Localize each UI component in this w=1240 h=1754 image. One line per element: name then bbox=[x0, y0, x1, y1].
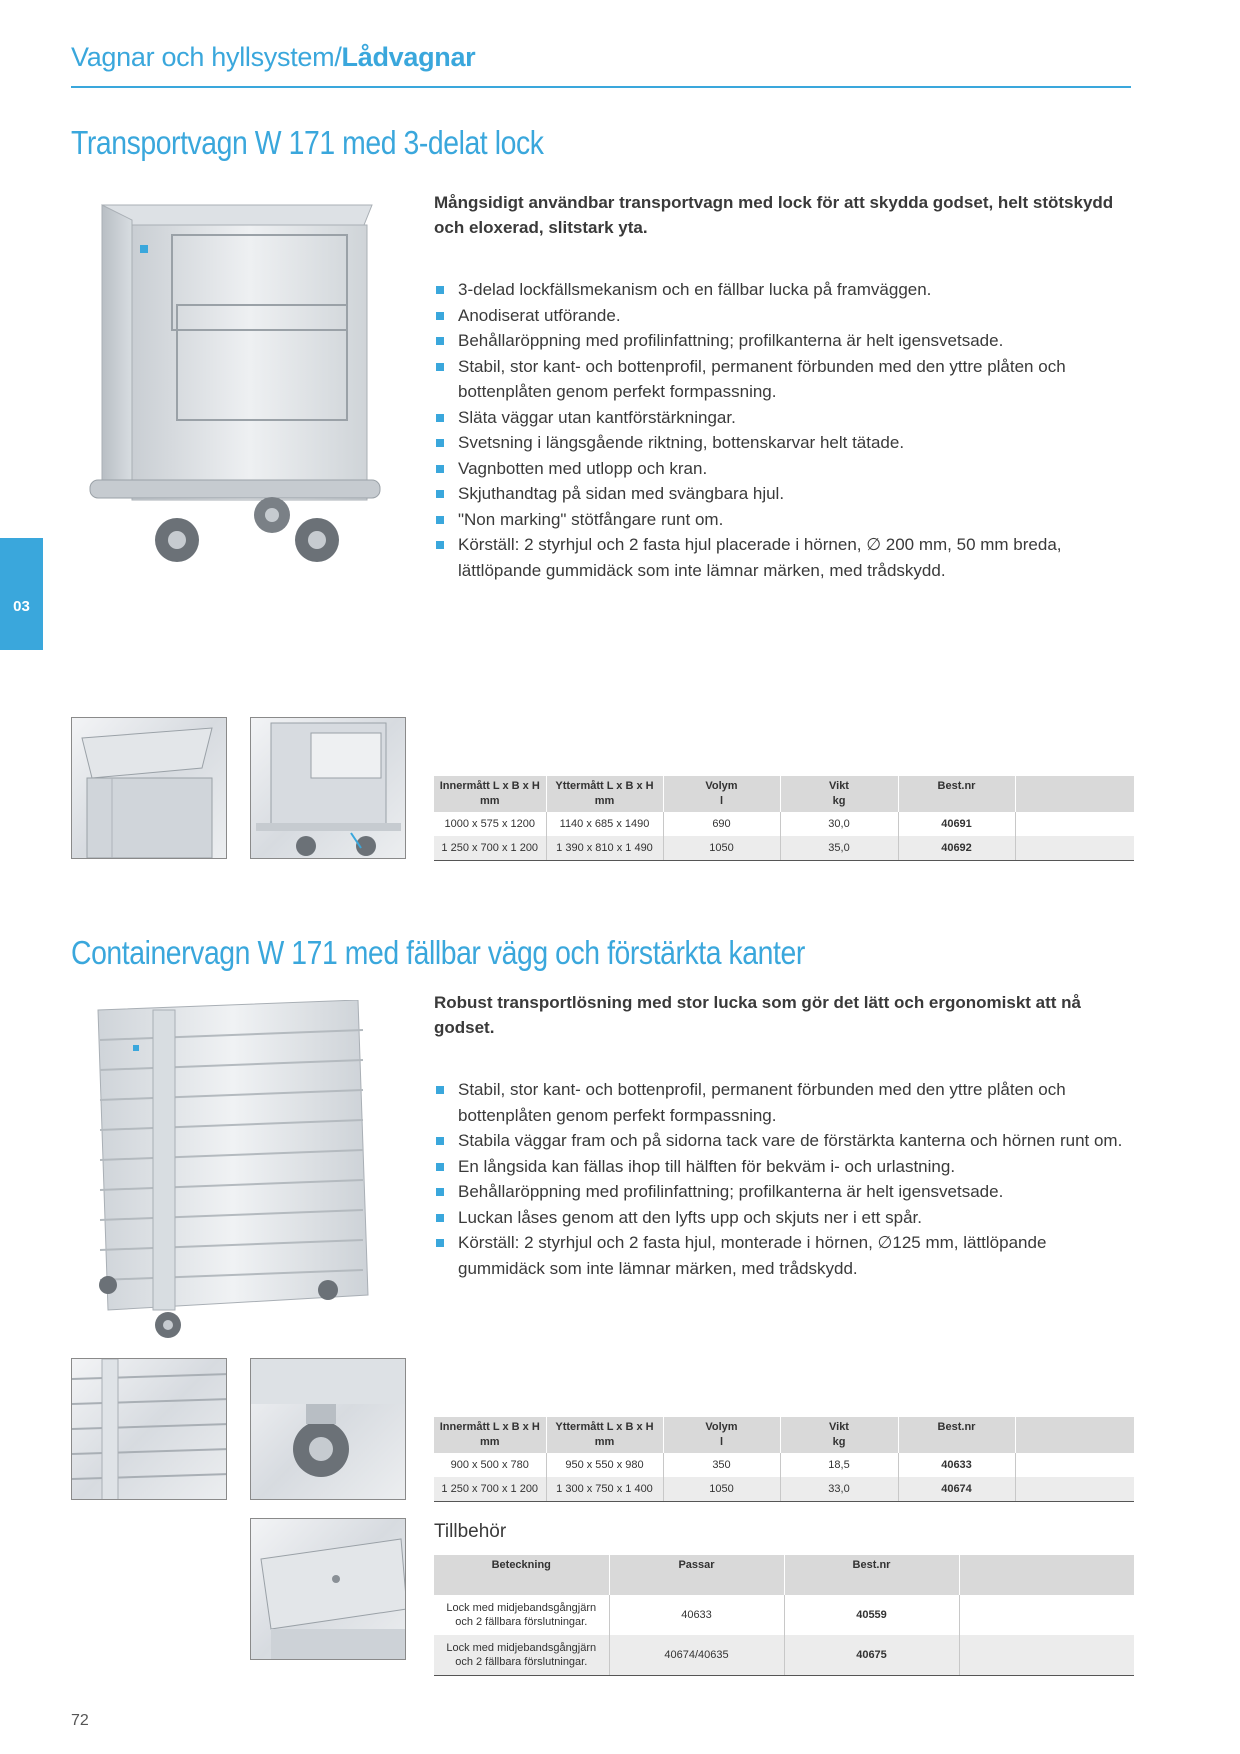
table-cell: 1 390 x 810 x 1 490 bbox=[545, 836, 663, 861]
product1-feature-list: 3-delad lockfällsmekanism och en fällbar… bbox=[434, 277, 1134, 583]
product2-feature-list: Stabil, stor kant- och bottenprofil, per… bbox=[434, 1077, 1134, 1281]
list-item: Behållaröppning med profilinfattning; pr… bbox=[434, 328, 1134, 354]
table-cell: 40633 bbox=[608, 1595, 784, 1635]
table-cell: 1 250 x 700 x 1 200 bbox=[434, 1477, 546, 1502]
list-item: Vagnbotten med utlopp och kran. bbox=[434, 456, 1134, 482]
accessories-table: Beteckning Passar Best.nr Lock med midje… bbox=[434, 1555, 1134, 1676]
table-cell: 350 bbox=[662, 1453, 780, 1477]
product1-title: Transportvagn W 171 med 3-delat lock bbox=[71, 124, 544, 161]
list-item: Svetsning i längsgående riktning, botten… bbox=[434, 430, 1134, 456]
product1-main-image bbox=[82, 190, 392, 580]
table-cell: 1140 x 685 x 1490 bbox=[545, 812, 663, 836]
product1-lead: Mångsidigt användbar transportvagn med l… bbox=[434, 193, 1114, 237]
product2-thumbnail-wheel bbox=[250, 1358, 406, 1500]
list-item: Anodiserat utförande. bbox=[434, 303, 1134, 329]
table-cell bbox=[1014, 1453, 1134, 1477]
column-header-blank bbox=[1014, 776, 1134, 812]
table-cell: 1000 x 575 x 1200 bbox=[434, 812, 546, 836]
table-cell bbox=[958, 1595, 1134, 1635]
table-header-row: Beteckning Passar Best.nr bbox=[434, 1555, 1134, 1595]
order-number-cell: 40674 bbox=[897, 1477, 1015, 1502]
table-cell: 1050 bbox=[662, 836, 780, 861]
list-item: Behållaröppning med profilinfattning; pr… bbox=[434, 1179, 1134, 1205]
product1-thumbnail-lid bbox=[71, 717, 227, 859]
column-header-order-number: Best.nr bbox=[783, 1555, 959, 1595]
product1-thumbnail-hatch bbox=[250, 717, 406, 859]
breadcrumb-subcategory: Lådvagnar bbox=[341, 42, 476, 72]
list-item: Stabil, stor kant- och bottenprofil, per… bbox=[434, 354, 1134, 405]
column-header-designation: Beteckning bbox=[434, 1555, 609, 1595]
order-number-cell: 40691 bbox=[897, 812, 1015, 836]
table-cell: 1 250 x 700 x 1 200 bbox=[434, 836, 546, 861]
column-header-fits: Passar bbox=[608, 1555, 784, 1595]
chapter-tab: 03 bbox=[0, 538, 43, 650]
table-cell bbox=[1014, 812, 1134, 836]
list-item: 3-delad lockfällsmekanism och en fällbar… bbox=[434, 277, 1134, 303]
table-cell: 40674/40635 bbox=[608, 1635, 784, 1676]
chapter-tab-label: 03 bbox=[13, 598, 30, 615]
table-cell: 1050 bbox=[662, 1477, 780, 1502]
table-cell: 900 x 500 x 780 bbox=[434, 1453, 546, 1477]
table-cell bbox=[1014, 1477, 1134, 1502]
table-cell: 30,0 bbox=[779, 812, 898, 836]
accessories-heading: Tillbehör bbox=[434, 1521, 507, 1542]
table-row: Lock med midjebandsgångjärn och 2 fällba… bbox=[434, 1635, 1134, 1676]
list-item: Körställ: 2 styrhjul och 2 fasta hjul, m… bbox=[434, 1230, 1134, 1281]
table-row: Lock med midjebandsgångjärn och 2 fällba… bbox=[434, 1595, 1134, 1635]
product2-lead: Robust transportlösning med stor lucka s… bbox=[434, 993, 1082, 1037]
column-header-order-number: Best.nr bbox=[897, 776, 1015, 812]
column-header-blank bbox=[958, 1555, 1134, 1595]
list-item: Körställ: 2 styrhjul och 2 fasta hjul pl… bbox=[434, 532, 1134, 583]
page-number: 72 bbox=[71, 1712, 89, 1729]
breadcrumb-category: Vagnar och hyllsystem/ bbox=[71, 42, 342, 72]
product2-title: Containervagn W 171 med fällbar vägg och… bbox=[71, 934, 805, 971]
list-item: En långsida kan fällas ihop till hälften… bbox=[434, 1154, 1134, 1180]
table-cell: 35,0 bbox=[779, 836, 898, 861]
product2-main-image bbox=[88, 1000, 388, 1345]
table-cell: 950 x 550 x 980 bbox=[545, 1453, 663, 1477]
table-row: 1000 x 575 x 1200 1140 x 685 x 1490 690 … bbox=[434, 812, 1134, 836]
column-header-blank bbox=[1014, 1417, 1134, 1453]
header-divider bbox=[71, 86, 1131, 88]
table-cell: 690 bbox=[662, 812, 780, 836]
table-cell bbox=[958, 1635, 1134, 1676]
list-item: Släta väggar utan kantförstärkningar. bbox=[434, 405, 1134, 431]
table-cell bbox=[1014, 836, 1134, 861]
order-number-cell: 40692 bbox=[897, 836, 1015, 861]
order-number-cell: 40559 bbox=[783, 1595, 959, 1635]
column-header-order-number: Best.nr bbox=[897, 1417, 1015, 1453]
product2-thumbnail-edges bbox=[71, 1358, 227, 1500]
table-cell: Lock med midjebandsgångjärn och 2 fällba… bbox=[434, 1635, 609, 1676]
table-cell: 33,0 bbox=[779, 1477, 898, 1502]
table-cell: Lock med midjebandsgångjärn och 2 fällba… bbox=[434, 1595, 609, 1635]
list-item: Stabila väggar fram och på sidorna tack … bbox=[434, 1128, 1134, 1154]
table-cell: 18,5 bbox=[779, 1453, 898, 1477]
table-row: 1 250 x 700 x 1 200 1 390 x 810 x 1 490 … bbox=[434, 836, 1134, 861]
table-cell: 1 300 x 750 x 1 400 bbox=[545, 1477, 663, 1502]
breadcrumb: Vagnar och hyllsystem/Lådvagnar bbox=[71, 42, 476, 73]
list-item: Skjuthandtag på sidan med svängbara hjul… bbox=[434, 481, 1134, 507]
table-row: 900 x 500 x 780 950 x 550 x 980 350 18,5… bbox=[434, 1453, 1134, 1477]
order-number-cell: 40675 bbox=[783, 1635, 959, 1676]
accessory-thumbnail-lid bbox=[250, 1518, 406, 1660]
order-number-cell: 40633 bbox=[897, 1453, 1015, 1477]
table-row: 1 250 x 700 x 1 200 1 300 x 750 x 1 400 … bbox=[434, 1477, 1134, 1502]
list-item: "Non marking" stötfångare runt om. bbox=[434, 507, 1134, 533]
list-item: Luckan låses genom att den lyfts upp och… bbox=[434, 1205, 1134, 1231]
list-item: Stabil, stor kant- och bottenprofil, per… bbox=[434, 1077, 1134, 1128]
